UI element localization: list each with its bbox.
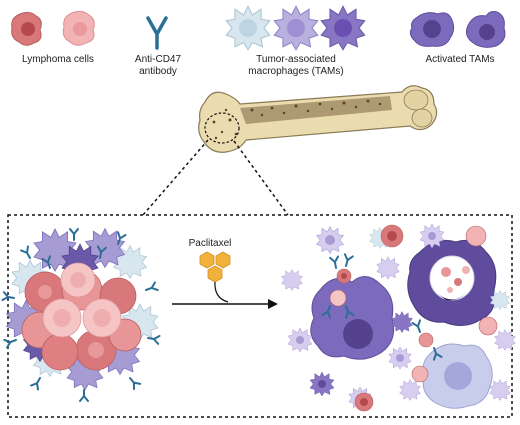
legend-antibody-label-1: Anti-CD47 — [135, 54, 182, 65]
legend-antibody-label-2: antibody — [139, 66, 177, 77]
legend-activated-label: Activated TAMs — [425, 54, 494, 65]
legend: Lymphoma cells Anti-CD47 antibody Tumor-… — [11, 5, 506, 77]
bone-icon — [198, 85, 438, 153]
treated-microenvironment — [281, 223, 516, 412]
lymphoma-cell-icon — [11, 10, 95, 46]
paclitaxel-label: Paclitaxel — [189, 238, 232, 249]
treatment-arrow — [172, 299, 278, 309]
paclitaxel-molecule-icon — [199, 251, 231, 283]
legend-lymphoma-label: Lymphoma cells — [22, 54, 94, 65]
activated-macrophage-icon — [409, 11, 506, 48]
zoom-frame — [7, 214, 513, 418]
legend-tam-label-1: Tumor-associated — [256, 54, 336, 65]
antibody-icon — [146, 16, 168, 50]
paclitaxel-connector — [214, 281, 229, 303]
legend-tam-label-2: macrophages (TAMs) — [248, 66, 343, 77]
macrophage-icon — [225, 5, 366, 51]
zoom-lines — [142, 139, 289, 216]
tumor-cluster — [1, 227, 161, 402]
